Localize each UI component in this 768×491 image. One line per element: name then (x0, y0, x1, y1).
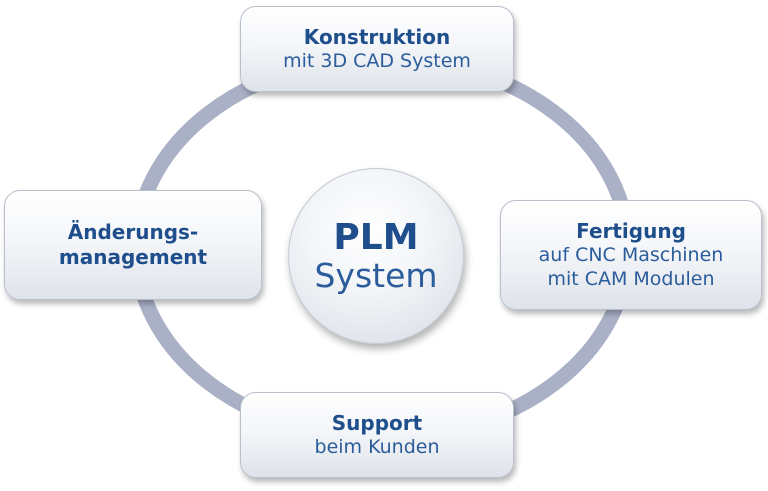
node-konstruktion: Konstruktion mit 3D CAD System (240, 6, 514, 92)
node-aenderungsmanagement-line-2: management (58, 245, 208, 269)
node-fertigung: Fertigung auf CNC Maschinen mit CAM Modu… (500, 200, 762, 310)
node-aenderungsmanagement: Änderungs- management (4, 190, 262, 300)
node-support-title: Support (331, 410, 423, 435)
node-support-subtitle: beim Kunden (314, 435, 440, 458)
node-konstruktion-title: Konstruktion (303, 24, 451, 49)
plm-system-center: PLM System (288, 168, 464, 344)
node-konstruktion-subtitle: mit 3D CAD System (283, 49, 471, 72)
node-support: Support beim Kunden (240, 392, 514, 478)
node-fertigung-line-2: mit CAM Modulen (547, 267, 715, 290)
center-subtitle: System (314, 255, 438, 295)
node-fertigung-line-1: auf CNC Maschinen (538, 243, 724, 266)
node-fertigung-title: Fertigung (576, 218, 686, 243)
center-title: PLM (333, 217, 419, 259)
node-aenderungsmanagement-line-1: Änderungs- (67, 220, 199, 244)
